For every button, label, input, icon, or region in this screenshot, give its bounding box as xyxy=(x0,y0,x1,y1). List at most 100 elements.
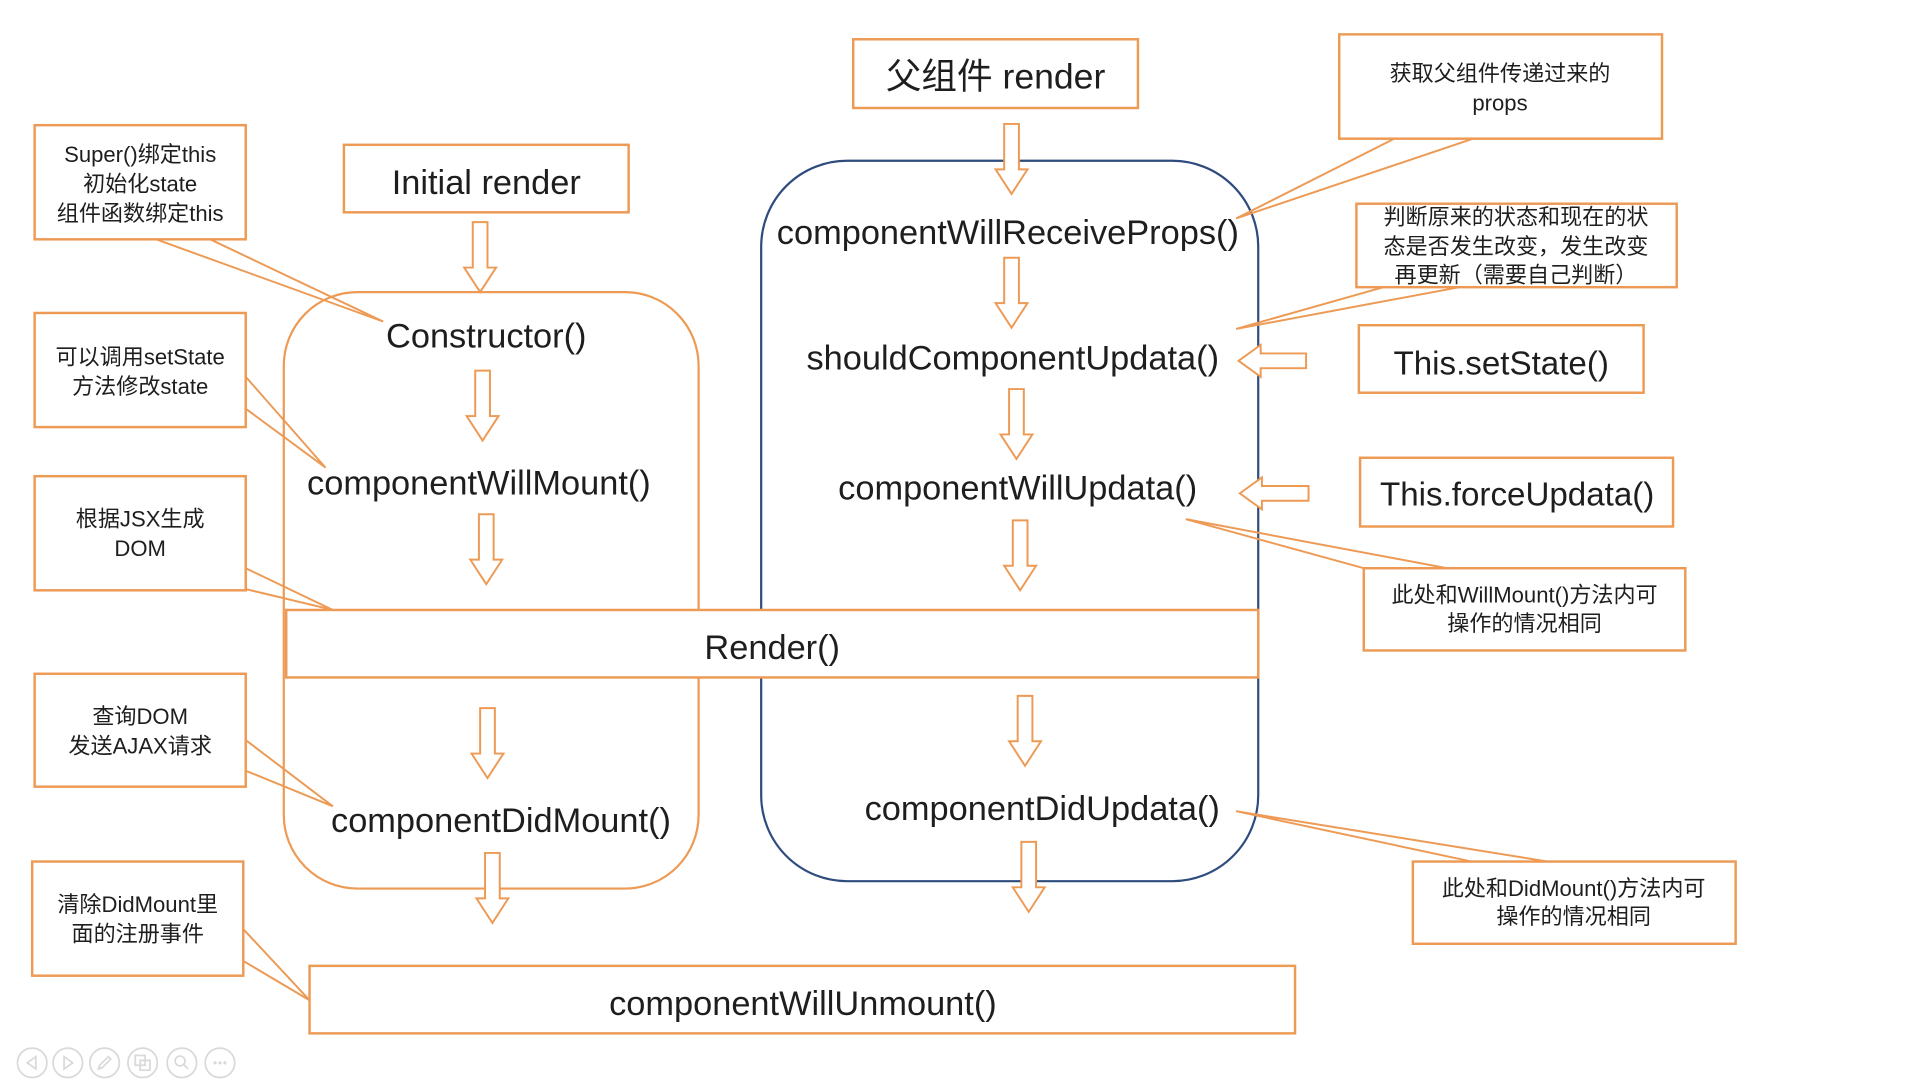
note-line: 判断原来的状态和现在的状 xyxy=(1383,205,1648,230)
receive-props-note: 获取父组件传递过来的 props xyxy=(1338,33,1664,140)
more-icon xyxy=(213,1061,227,1065)
parent-render-box: 父组件 render xyxy=(851,38,1140,110)
zoom-button[interactable] xyxy=(166,1047,198,1079)
note-line: 初始化state xyxy=(83,171,197,196)
render-box: Render() xyxy=(284,608,1260,679)
will-update-note-pointer xyxy=(1185,518,1448,570)
parent-render-frame xyxy=(851,38,1140,110)
note-line: 查询DOM xyxy=(92,704,188,729)
render-note-pointer xyxy=(245,567,334,611)
note-line: 方法修改state xyxy=(72,374,208,399)
note-line: 操作的情况相同 xyxy=(1447,611,1602,636)
did-mount-note: 查询DOM 发送AJAX请求 xyxy=(33,672,247,788)
next-slide-button[interactable] xyxy=(52,1047,84,1079)
did-update-note-frame xyxy=(1411,860,1737,945)
arrow-will-mount-to-render xyxy=(468,513,505,586)
will-mount-note-frame xyxy=(33,311,247,429)
note-line: 清除DidMount里 xyxy=(57,892,218,917)
pen-tool-button-circle[interactable] xyxy=(89,1047,121,1079)
previous-icon xyxy=(25,1055,37,1071)
arrow-did-mount-to-will-unmount xyxy=(474,851,511,925)
force-update-label: This.forceUpdata() xyxy=(1380,477,1654,514)
zoom-icon-lens xyxy=(174,1055,186,1067)
more-options-button[interactable] xyxy=(204,1047,236,1079)
constructor-note: Super()绑定this 初始化state 组件函数绑定this xyxy=(33,123,247,241)
pen-icon xyxy=(97,1055,112,1071)
arrow-render-to-did-update xyxy=(1007,694,1043,768)
render-note: 根据JSX生成 DOM xyxy=(33,474,247,592)
force-update-frame xyxy=(1358,456,1675,528)
should-component-update-label: shouldComponentUpdata() xyxy=(806,339,1219,377)
note-line: 态是否发生改变，发生改变 xyxy=(1383,234,1648,259)
did-mount-note-pointer xyxy=(245,739,334,808)
note-line: 面的注册事件 xyxy=(71,921,203,946)
presentation-controls xyxy=(16,1047,236,1079)
did-update-note: 此处和DidMount()方法内可 操作的情况相同 xyxy=(1411,860,1737,945)
arrow-will-update-to-render xyxy=(1002,519,1038,593)
did-update-note-pointer xyxy=(1235,810,1549,863)
receive-props-note-pointer xyxy=(1235,137,1474,220)
mount-phase-container xyxy=(282,290,700,890)
slides-icon xyxy=(134,1054,151,1072)
more-icon-dot xyxy=(218,1061,222,1065)
component-did-update-label: componentDidUpdata() xyxy=(865,790,1220,828)
render-box-frame xyxy=(284,608,1260,679)
initial-render-frame xyxy=(342,143,630,214)
arrow-did-update-end xyxy=(1010,840,1047,914)
should-update-note-pointer xyxy=(1235,286,1460,330)
will-update-note: 此处和WillMount()方法内可 操作的情况相同 xyxy=(1362,567,1687,652)
component-will-mount-label: componentWillMount() xyxy=(307,465,651,503)
will-mount-note: 可以调用setState 方法修改state xyxy=(33,311,247,429)
arrow-render-to-did-mount xyxy=(469,707,506,780)
component-will-receive-props-label: componentWillReceiveProps() xyxy=(777,214,1239,252)
slides-view-button[interactable] xyxy=(127,1047,159,1079)
previous-slide-button[interactable] xyxy=(16,1047,48,1079)
force-update-box: This.forceUpdata() xyxy=(1358,456,1675,528)
next-slide-button-circle[interactable] xyxy=(52,1047,84,1079)
slides-icon-front xyxy=(139,1059,151,1072)
will-mount-note-pointer xyxy=(244,376,327,469)
receive-props-note-frame xyxy=(1338,33,1664,140)
component-will-update-label: componentWillUpdata() xyxy=(838,469,1197,507)
note-line: 根据JSX生成 xyxy=(76,507,205,532)
arrow-force-update-to-will-update xyxy=(1238,475,1310,512)
note-line: 操作的情况相同 xyxy=(1496,904,1651,929)
pen-tool-button[interactable] xyxy=(89,1047,121,1079)
note-line: props xyxy=(1472,90,1527,115)
flow-arrows xyxy=(462,122,1310,925)
did-mount-note-frame xyxy=(33,672,247,788)
will-unmount-note-pointer xyxy=(242,928,311,1002)
note-line: 发送AJAX请求 xyxy=(68,734,212,759)
parent-render-label: 父组件 render xyxy=(886,56,1106,96)
set-state-box: This.setState() xyxy=(1357,324,1645,394)
note-line: Super()绑定this xyxy=(64,142,216,167)
constructor-note-pointer xyxy=(155,238,384,323)
previous-slide-button-circle[interactable] xyxy=(16,1047,48,1079)
more-icon-dot xyxy=(213,1061,217,1065)
component-will-unmount-frame xyxy=(308,964,1297,1035)
arrow-set-state-to-should-update xyxy=(1236,342,1308,379)
initial-render-label: Initial render xyxy=(392,164,581,202)
will-unmount-note: 清除DidMount里 面的注册事件 xyxy=(30,860,245,977)
set-state-label: This.setState() xyxy=(1394,345,1609,382)
zoom-icon xyxy=(174,1055,189,1070)
render-note-frame xyxy=(33,474,247,592)
initial-render-box: Initial render xyxy=(342,143,630,214)
will-update-note-frame xyxy=(1362,567,1687,652)
note-line: 可以调用setState xyxy=(56,345,225,370)
note-line: 再更新（需要自己判断） xyxy=(1395,262,1638,287)
arrow-parent-to-receive-props xyxy=(993,122,1030,196)
note-line: DOM xyxy=(114,536,166,561)
slides-view-button-circle[interactable] xyxy=(127,1047,159,1079)
should-update-note-frame xyxy=(1355,202,1678,289)
more-icon-dot xyxy=(223,1061,227,1065)
zoom-button-circle[interactable] xyxy=(166,1047,198,1079)
arrow-initial-to-constructor xyxy=(462,221,498,294)
component-will-unmount-box: componentWillUnmount() xyxy=(308,964,1297,1035)
callout-pointers xyxy=(155,137,1549,1002)
note-line: 组件函数绑定this xyxy=(57,201,224,226)
set-state-frame xyxy=(1357,324,1645,394)
constructor-label: Constructor() xyxy=(386,317,586,355)
render-label: Render() xyxy=(704,629,840,667)
